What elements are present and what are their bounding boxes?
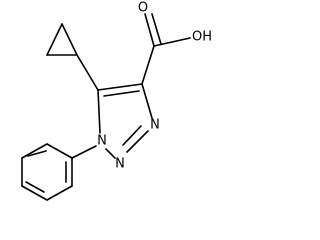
phenyl-ring [21,143,73,201]
atom-hydroxyl: OH [192,30,212,45]
cyclopropyl-ring [46,23,78,56]
bond-n1-phenyl [71,145,97,159]
atom-carbonyl-oxygen: O [138,1,148,16]
triazole-ring [97,83,153,159]
atom-n3: N [150,118,160,133]
atom-n2: N [115,157,125,172]
carboxylic-acid-group [141,13,191,85]
structure-diagram: O OH N N N [21,1,212,201]
bond-cyclopropyl-c5 [76,54,99,91]
atom-n1: N [97,134,107,149]
